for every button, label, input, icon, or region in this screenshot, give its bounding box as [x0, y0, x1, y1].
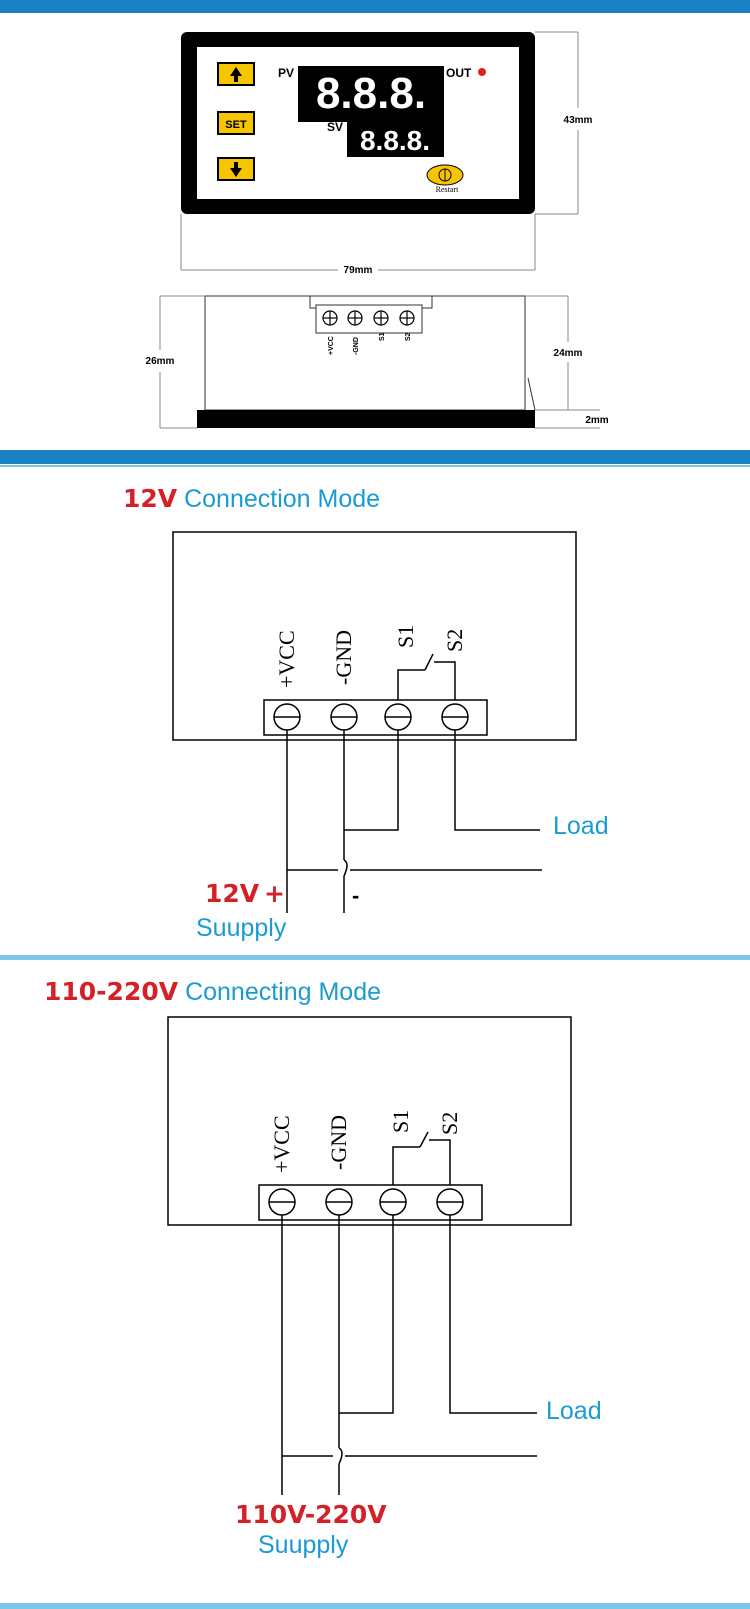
terminal-s1-12v: S1	[393, 625, 418, 648]
up-arrow-icon	[230, 67, 242, 82]
dimensions-section: SET PV 8.8.8. OUT SV 8.8.8. Restart 43mm…	[0, 0, 750, 450]
switch-s2-12v	[434, 661, 456, 700]
dim-43mm: 43mm	[564, 115, 593, 126]
out-label: OUT	[446, 66, 472, 80]
side-terminal-vcc: +VCC	[328, 336, 335, 355]
terminal-s1-220v: S1	[388, 1110, 413, 1133]
mode-220v-voltage: 110-220V	[44, 977, 179, 1006]
down-arrow-icon	[230, 162, 242, 177]
terminal-screws-12v	[273, 703, 469, 731]
terminal-gnd-220v: -GND	[326, 1115, 351, 1170]
terminal-vcc-12v: +VCC	[274, 630, 299, 688]
separator-line-1	[0, 465, 750, 467]
dim-79mm: 79mm	[344, 265, 373, 276]
switch-s1-12v	[397, 669, 425, 700]
terminal-s2-220v: S2	[437, 1112, 462, 1135]
supply-plus-12v: +	[264, 879, 285, 908]
mode-12v-title: 12V Connection Mode	[123, 484, 380, 514]
wiring-220v: +VCC -GND S1 S2	[167, 1016, 572, 1495]
mode-220v-title: 110-220V Connecting Mode	[44, 977, 381, 1007]
supply-minus-12v: -	[352, 883, 360, 908]
load-label-220v: Load	[546, 1397, 602, 1425]
out-indicator-icon	[478, 68, 486, 76]
supply-voltage-220v: 110V-220V	[235, 1500, 387, 1529]
side-terminal-s2: S2	[405, 332, 412, 341]
mode-12v-voltage: 12V	[123, 484, 178, 513]
side-terminal-screws	[322, 310, 415, 326]
dim-26mm: 26mm	[146, 356, 175, 367]
wires-220v	[281, 1215, 537, 1495]
side-terminal-gnd: -GND	[353, 337, 360, 355]
load-label-12v: Load	[553, 812, 609, 840]
top-band	[0, 0, 750, 13]
separator-band-1	[0, 450, 750, 464]
wiring-12v: +VCC -GND S1 S2	[172, 531, 577, 913]
terminal-gnd-12v: -GND	[331, 630, 356, 685]
set-button	[217, 111, 255, 135]
supply-label-220v: Suupply	[258, 1531, 349, 1559]
pv-digits: 8.8.8.	[316, 69, 426, 118]
pv-label: PV	[278, 66, 294, 80]
terminal-s2-12v: S2	[442, 629, 467, 652]
restart-label: Restart	[436, 185, 459, 194]
supply-voltage-12v: 12V	[205, 879, 260, 908]
mode-220v-text: Connecting Mode	[185, 978, 382, 1006]
sv-digits: 8.8.8.	[360, 125, 430, 156]
wires-12v	[286, 730, 542, 913]
pv-display	[298, 66, 444, 122]
side-bezel	[197, 410, 535, 428]
terminal-vcc-220v: +VCC	[269, 1115, 294, 1173]
dim-24mm: 24mm	[554, 348, 583, 359]
dim-2mm: 2mm	[585, 415, 608, 426]
side-terminal-s1: S1	[379, 332, 386, 341]
sv-display	[347, 121, 444, 157]
separator-band-2	[0, 955, 750, 960]
switch-s1-220v	[392, 1146, 420, 1185]
mode-12v-text: Connection Mode	[184, 485, 381, 513]
dimension-drawing: SET PV 8.8.8. OUT SV 8.8.8. Restart 43mm…	[146, 31, 609, 429]
sv-label: SV	[327, 120, 343, 134]
bottom-band	[0, 1603, 750, 1609]
set-button-label: SET	[225, 119, 247, 131]
switch-s2-220v	[429, 1139, 451, 1185]
supply-label-12v: Suupply	[196, 914, 287, 942]
